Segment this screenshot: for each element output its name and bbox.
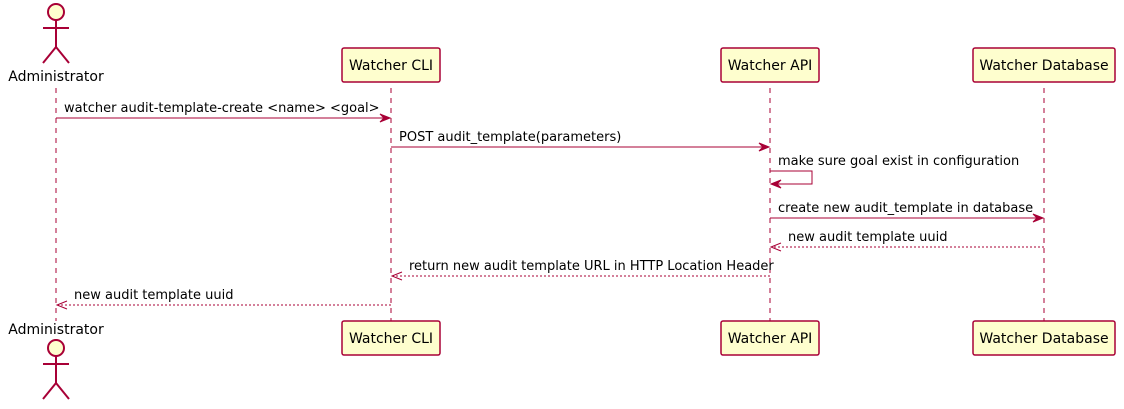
message-6: return new audit template URL in HTTP Lo… bbox=[390, 259, 774, 281]
participant-box bbox=[341, 47, 441, 83]
lifelines bbox=[55, 88, 1045, 321]
arrow-head bbox=[379, 113, 392, 123]
message-label: create new audit_template in database bbox=[778, 201, 1033, 216]
participant-watcher-api-top: Watcher API bbox=[720, 47, 820, 83]
actor-label: Administrator bbox=[8, 69, 104, 85]
message-5: new audit template uuid bbox=[769, 230, 1044, 252]
actor-right-leg bbox=[55, 46, 70, 64]
participant-label: Watcher Database bbox=[979, 58, 1108, 74]
message-line bbox=[770, 170, 813, 185]
message-3: make sure goal exist in configuration bbox=[769, 154, 1019, 189]
message-7: new audit template uuid bbox=[55, 288, 391, 310]
actor-head bbox=[47, 339, 65, 357]
message-1: watcher audit-template-create <name> <go… bbox=[56, 101, 392, 123]
participant-label: Watcher API bbox=[728, 58, 813, 74]
participant-box bbox=[972, 320, 1116, 356]
actor-right-leg bbox=[55, 382, 70, 400]
arrow-head bbox=[758, 142, 771, 152]
message-2: POST audit_template(parameters) bbox=[391, 130, 771, 152]
participant-watcher-database-bottom: Watcher Database bbox=[972, 320, 1116, 356]
arrow-head bbox=[769, 242, 782, 252]
message-label: watcher audit-template-create <name> <go… bbox=[64, 101, 380, 116]
actor-head bbox=[47, 3, 65, 21]
participant-watcher-database-top: Watcher Database bbox=[972, 47, 1116, 83]
actor-left-leg bbox=[42, 382, 57, 400]
arrow-head bbox=[769, 179, 782, 189]
participant-label: Watcher API bbox=[728, 331, 813, 347]
arrow-head bbox=[55, 300, 68, 310]
arrow-head bbox=[1032, 213, 1045, 223]
message-label: new audit template uuid bbox=[74, 288, 233, 303]
participant-label: Watcher Database bbox=[979, 331, 1108, 347]
arrow-head bbox=[390, 271, 403, 281]
participant-box bbox=[720, 47, 820, 83]
participant-label: Watcher CLI bbox=[349, 58, 433, 74]
actor-top: Administrator bbox=[8, 3, 104, 85]
message-label: return new audit template URL in HTTP Lo… bbox=[409, 259, 774, 274]
participants-top: Administrator Watcher CLI Watcher API Watch… bbox=[8, 3, 1116, 85]
participant-watcher-cli-top: Watcher CLI bbox=[341, 47, 441, 83]
participant-watcher-cli-bottom: Watcher CLI bbox=[341, 320, 441, 356]
participant-box bbox=[341, 320, 441, 356]
message-4: create new audit_template in database bbox=[770, 201, 1045, 223]
participant-box bbox=[720, 320, 820, 356]
messages: watcher audit-template-create <name> <go… bbox=[55, 101, 1045, 310]
message-label: POST audit_template(parameters) bbox=[399, 130, 621, 145]
participant-box bbox=[972, 47, 1116, 83]
participant-watcher-api-bottom: Watcher API bbox=[720, 320, 820, 356]
actor-bottom: Administrator bbox=[8, 322, 104, 400]
actor-label: Administrator bbox=[8, 322, 104, 338]
message-label: make sure goal exist in configuration bbox=[778, 154, 1019, 169]
message-label: new audit template uuid bbox=[788, 230, 947, 245]
participant-label: Watcher CLI bbox=[349, 331, 433, 347]
actor-left-leg bbox=[42, 46, 57, 64]
